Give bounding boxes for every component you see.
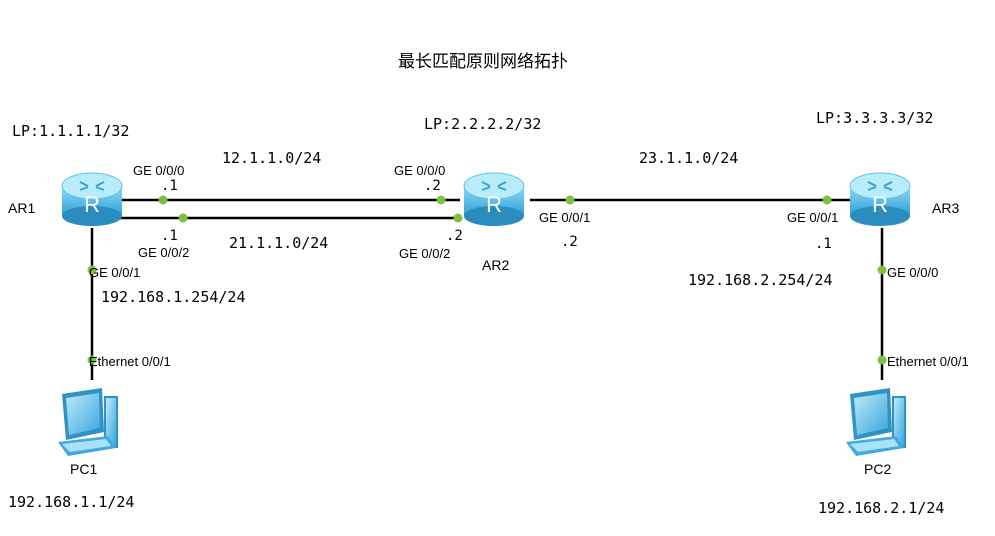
port-dot: [822, 195, 832, 205]
gateway-ip-ar1: 192.168.1.254/24: [101, 288, 246, 306]
diagram-title: 最长匹配原则网络拓扑: [398, 52, 568, 71]
port-label: GE 0/0/0: [394, 163, 445, 178]
router-ar2[interactable]: R: [463, 172, 525, 227]
ip-suffix: .1: [815, 236, 832, 252]
router-glyph: R: [872, 192, 888, 217]
loopback-ar3: LP:3.3.3.3/32: [816, 109, 933, 127]
router-name-ar3: AR3: [932, 200, 959, 216]
pc-ip-pc2: 192.168.2.1/24: [818, 499, 944, 517]
port-label: GE 0/0/1: [89, 265, 140, 280]
pc-pc2[interactable]: [846, 388, 906, 456]
subnet-21: 21.1.1.0/24: [229, 234, 328, 252]
pc-name-pc1: PC1: [70, 461, 97, 477]
subnet-12: 12.1.1.0/24: [222, 149, 321, 167]
subnet-23: 23.1.1.0/24: [639, 149, 738, 167]
pc-pc1[interactable]: [58, 388, 118, 456]
router-ar1[interactable]: R: [61, 172, 123, 227]
router-ar3[interactable]: R: [849, 172, 911, 227]
port-label: GE 0/0/1: [539, 210, 590, 225]
pc-ip-pc1: 192.168.1.1/24: [8, 493, 134, 511]
loopback-ar1: LP:1.1.1.1/32: [12, 122, 129, 140]
router-name-ar1: AR1: [8, 200, 35, 216]
port-dot: [453, 213, 463, 223]
port-label: Ethernet 0/0/1: [89, 354, 171, 369]
port-dot: [877, 355, 887, 365]
router-glyph: R: [84, 192, 100, 217]
ip-suffix: .2: [561, 234, 578, 250]
ip-suffix: .1: [161, 228, 178, 244]
ip-suffix: .2: [446, 228, 463, 244]
port-dot: [178, 213, 188, 223]
port-dot: [877, 265, 887, 275]
port-label: GE 0/0/1: [787, 210, 838, 225]
port-label: GE 0/0/2: [399, 246, 450, 261]
router-glyph: R: [486, 192, 502, 217]
port-dots: [87, 195, 887, 365]
gateway-ip-ar3: 192.168.2.254/24: [688, 271, 833, 289]
ip-suffix: .2: [424, 178, 441, 194]
port-label: GE 0/0/0: [887, 265, 938, 280]
ip-suffix: .1: [161, 178, 178, 194]
port-label: GE 0/0/2: [138, 245, 189, 260]
loopback-ar2: LP:2.2.2.2/32: [424, 115, 541, 133]
router-name-ar2: AR2: [482, 257, 509, 273]
port-dot: [436, 195, 446, 205]
port-dot: [158, 195, 168, 205]
pc-name-pc2: PC2: [864, 461, 891, 477]
port-dot: [87, 265, 97, 275]
port-dot: [87, 355, 97, 365]
port-label: Ethernet 0/0/1: [887, 354, 969, 369]
port-label: GE 0/0/0: [133, 163, 184, 178]
port-dot: [565, 195, 575, 205]
